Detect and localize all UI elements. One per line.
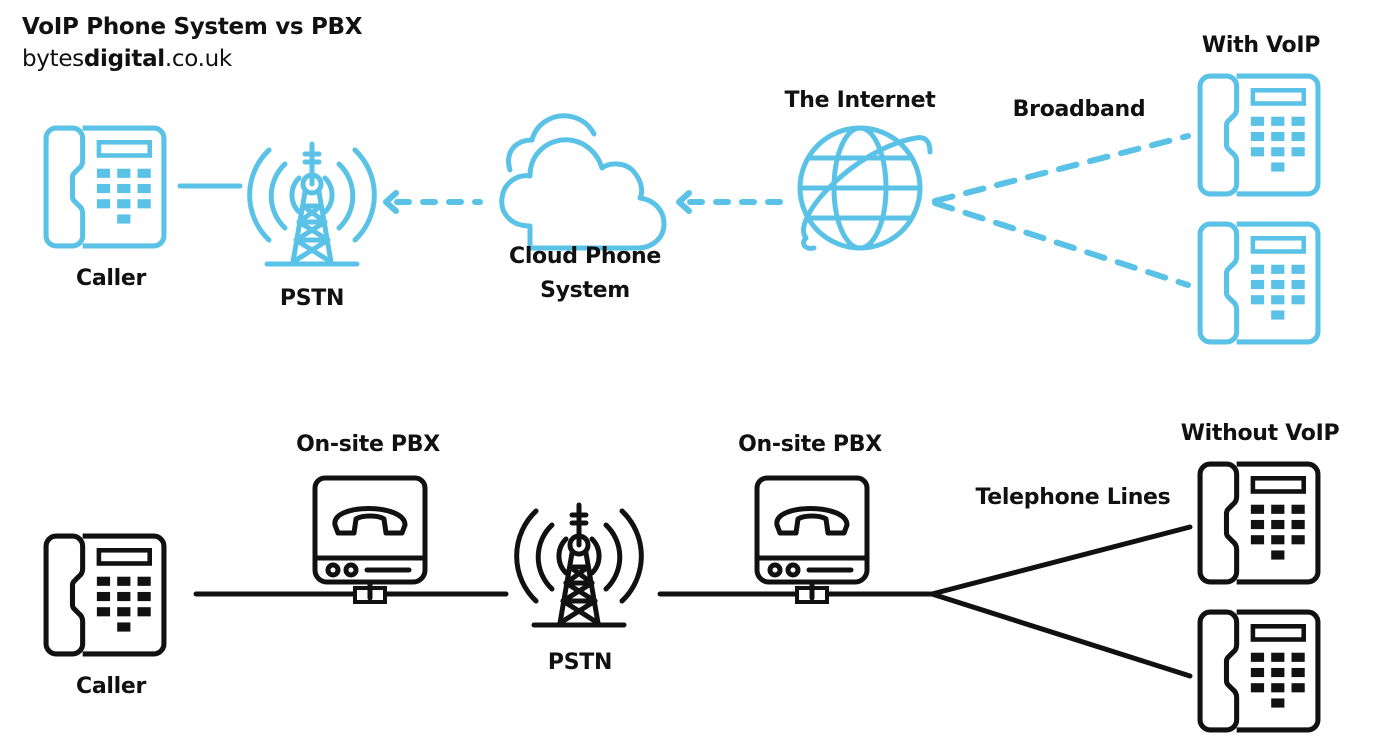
cloud-icon (499, 113, 667, 251)
pbx-right-label: On-site PBX (738, 432, 882, 457)
desk-phone-icon (1200, 612, 1318, 730)
brand-url: bytesdigital.co.uk (22, 46, 232, 72)
voip-heading: With VoIP (1201, 33, 1321, 58)
cloud-label-line2: System (540, 278, 630, 303)
broadband-label: Broadband (1012, 97, 1146, 122)
link-internet-phone-2 (932, 200, 1191, 288)
pbx-left-label: On-site PBX (296, 432, 440, 457)
link-telephone-line-2 (929, 591, 1193, 679)
desk-phone-icon (46, 128, 164, 246)
brand-suffix: .co.uk (164, 46, 232, 72)
telephone-lines-label: Telephone Lines (975, 485, 1171, 510)
pbx-pstn-label: PSTN (547, 650, 613, 675)
pbx-box-icon (757, 478, 867, 598)
link-cloud-to-pstn (383, 190, 483, 214)
pbx-caller-label: Caller (75, 674, 147, 699)
cloud-label-line1: Cloud Phone (508, 244, 662, 269)
link-internet-to-cloud (676, 190, 787, 214)
desk-phone-icon (1200, 464, 1318, 582)
voip-caller-label: Caller (75, 266, 147, 291)
link-internet-phone-1 (932, 133, 1191, 204)
brand-bold: digital (83, 46, 165, 72)
pbx-section (46, 464, 1318, 730)
radio-tower-icon (250, 144, 375, 264)
pbx-heading: Without VoIP (1180, 421, 1340, 446)
desk-phone-icon (46, 536, 164, 654)
voip-section (46, 76, 1318, 342)
cloud-label: Cloud Phone System (490, 240, 680, 308)
desk-phone-icon (1200, 76, 1318, 194)
brand-prefix: bytes (22, 46, 84, 72)
radio-tower-icon (517, 505, 642, 625)
voip-pstn-label: PSTN (279, 286, 345, 311)
globe-icon (797, 125, 933, 251)
link-telephone-line-1 (929, 524, 1193, 597)
pbx-box-icon (315, 478, 425, 598)
internet-label: The Internet (784, 88, 936, 113)
desk-phone-icon (1200, 224, 1318, 342)
page-title: VoIP Phone System vs PBX (22, 14, 363, 40)
